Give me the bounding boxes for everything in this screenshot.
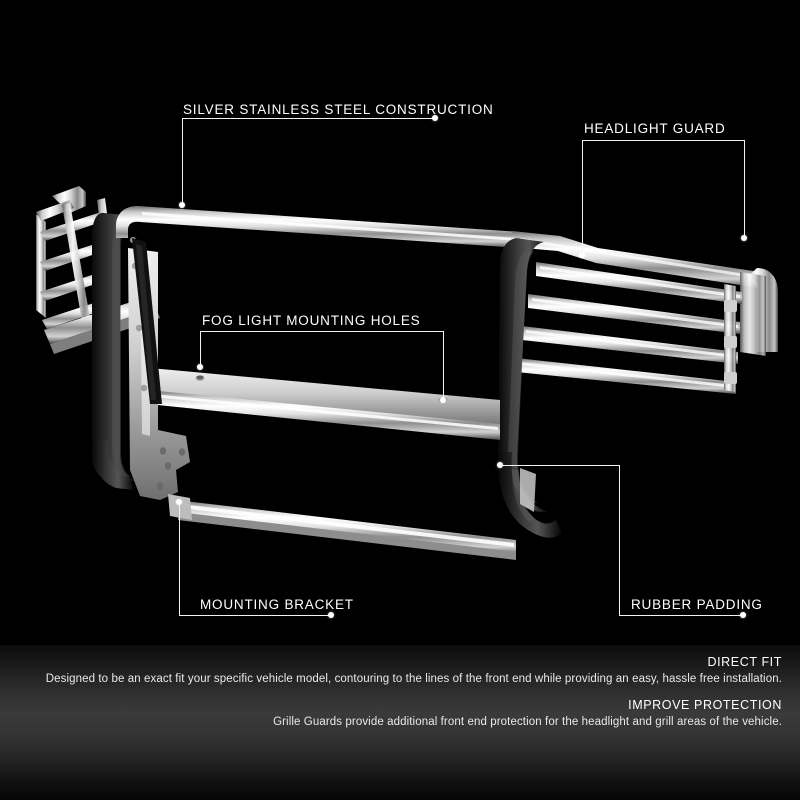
leader-dot-rubber-padding-end: [740, 612, 746, 618]
leader-dot-mounting-bracket-end: [328, 612, 334, 618]
fog-light-cross-bar: [148, 368, 500, 440]
leader-line-headlight-guard-right-leg: [744, 140, 745, 237]
leader-dot-rubber-padding: [497, 462, 503, 468]
leader-line-fog-light-right-leg: [443, 331, 444, 401]
leader-dot-silver-stainless-end: [432, 115, 438, 121]
right-headlight-guard: [516, 262, 778, 394]
feature-description-panel: DIRECT FIT Designed to be an exact fit y…: [0, 645, 800, 800]
leader-line-rubber-padding-upper: [500, 465, 620, 466]
feature-description-improve-protection: Grille Guards provide additional front e…: [273, 716, 782, 728]
right-upright-rubber: [498, 238, 548, 512]
feature-title-direct-fit: DIRECT FIT: [707, 655, 782, 669]
leader-line-fog-light-left-leg: [200, 331, 201, 367]
leader-line-fog-light-horizontal: [200, 331, 443, 332]
feature-description-direct-fit: Designed to be an exact fit your specifi…: [45, 673, 782, 685]
grille-guard-illustration: [36, 186, 778, 560]
leader-dot-headlight-guard-left: [579, 252, 585, 258]
feature-title-improve-protection: IMPROVE PROTECTION: [628, 698, 782, 712]
leader-dot-fog-light-right: [440, 397, 446, 403]
callout-label-headlight-guard: HEADLIGHT GUARD: [584, 121, 726, 136]
callout-label-silver-stainless-steel-construction: SILVER STAINLESS STEEL CONSTRUCTION: [183, 102, 494, 117]
left-upright-rubber: [92, 212, 136, 481]
main-top-tube: [116, 206, 760, 288]
callout-label-mounting-bracket: MOUNTING BRACKET: [200, 597, 354, 612]
leader-line-mounting-bracket-horizontal: [179, 615, 331, 616]
product-photo: SILVER STAINLESS STEEL CONSTRUCTION HEAD…: [36, 102, 778, 618]
leader-line-mounting-bracket-vertical: [179, 502, 180, 615]
leader-line-rubber-padding-vertical: [619, 465, 620, 615]
feature-block-improve-protection: IMPROVE PROTECTION Grille Guards provide…: [273, 698, 782, 730]
lower-right-rubber-end: [497, 452, 562, 538]
callout-label-rubber-padding: RUBBER PADDING: [631, 597, 763, 612]
leader-dot-fog-light-left: [197, 364, 203, 370]
leader-line-headlight-guard-left-leg: [582, 140, 583, 254]
lower-cross-tube: [168, 494, 516, 560]
leader-line-silver-stainless-vertical: [182, 118, 183, 205]
leader-dot-silver-stainless: [179, 202, 185, 208]
leader-line-headlight-guard-horizontal: [582, 140, 745, 141]
leader-line-silver-stainless-horizontal: [182, 118, 436, 119]
leader-line-rubber-padding-lower: [619, 615, 743, 616]
feature-block-direct-fit: DIRECT FIT Designed to be an exact fit y…: [46, 655, 782, 687]
leader-dot-mounting-bracket: [176, 499, 182, 505]
left-lower-rubber-tail: [92, 440, 134, 490]
callout-label-fog-light-mounting-holes: FOG LIGHT MOUNTING HOLES: [202, 313, 421, 328]
leader-dot-headlight-guard-right: [741, 235, 747, 241]
